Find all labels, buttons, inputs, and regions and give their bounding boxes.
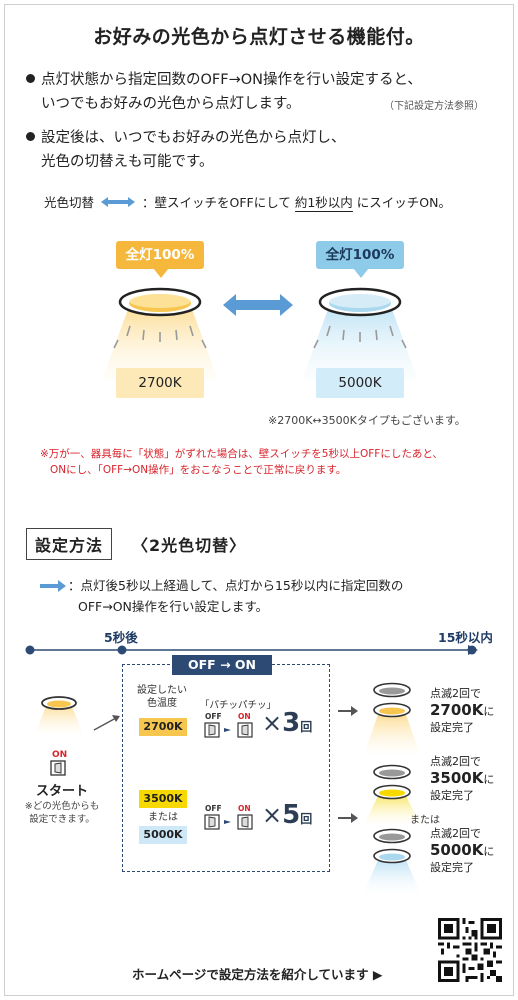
- times-suffix: 回: [300, 720, 313, 734]
- page-title: お好みの光色から点灯させる機能付。: [93, 26, 425, 48]
- start-arrow-icon: [93, 715, 120, 731]
- bullet-1-line1: 点灯状態から指定回数のOFF→ON操作を行い設定すると、: [41, 72, 422, 88]
- downlight-cool-icon: [302, 287, 418, 380]
- section-subheading: 〈2光色切替〉: [132, 536, 247, 555]
- type-note: ※2700K↔3500Kタイプもございます。: [268, 414, 466, 427]
- warning-note: ※万が一、器具毎に「状態」がずれた場合は、壁スイッチを5秒以上OFFにしたあと、…: [40, 446, 443, 478]
- result-or: または: [410, 815, 440, 826]
- row2-or: または: [148, 812, 178, 823]
- result-3500k-ni: に: [483, 773, 495, 786]
- row1-on-label: ON: [238, 712, 251, 721]
- result-2700k-line1: 点滅2回で: [430, 687, 481, 700]
- times-symbol: ×: [262, 709, 283, 737]
- warning-line1: ※万が一、器具毎に「状態」がずれた場合は、壁スイッチを5秒以上OFFにしたあと、: [40, 448, 443, 460]
- result-3500k: 点滅2回で 3500Kに 設定完了: [430, 754, 494, 804]
- row2-on-label: ON: [238, 804, 251, 813]
- timeline-bar: [25, 645, 478, 655]
- result-2700k-ni: に: [483, 705, 495, 718]
- result-5000k: 点滅2回で 5000Kに 設定完了: [430, 826, 494, 876]
- start-label: スタート: [36, 784, 89, 799]
- result-lamps-3500k: [364, 764, 420, 824]
- setting-temp-line1: 設定したい: [137, 685, 187, 696]
- bullet-1-line2: いつでもお好みの光色から点灯します。: [41, 96, 301, 112]
- result-lamps-2700k: [364, 682, 420, 754]
- start-on-label: ON: [52, 750, 68, 760]
- instruction: ：点灯後5秒以上経過して、点灯から15秒以内に指定回数の OFF→ON操作を行い…: [68, 575, 403, 617]
- result-arrow-icon: [338, 813, 358, 823]
- qr-code-icon[interactable]: [438, 918, 502, 982]
- result-2700k: 点滅2回で 2700Kに 設定完了: [430, 686, 494, 736]
- bullet-2-line1: 設定後は、いつでもお好みの光色から点灯し、: [41, 130, 346, 146]
- downlight-start-icon: [35, 696, 83, 734]
- row2-off-label: OFF: [205, 804, 222, 813]
- row2-count: ×5回: [262, 800, 312, 830]
- row1-switch-icons: [204, 722, 253, 738]
- row1-count: ×3回: [262, 708, 312, 738]
- page-frame: [4, 4, 514, 996]
- timeline-15sec: 15秒以内: [438, 630, 493, 645]
- warning-line2: ONにし、「OFF→ON操作」をおこなうことで正常に戻ります。: [50, 464, 347, 476]
- bullet-2: 設定後は、いつでもお好みの光色から点灯し、 光色の切替えも可能です。: [26, 126, 346, 174]
- badge-pointer-icon: [153, 268, 169, 278]
- switch-emphasis: 約1秒以内: [294, 195, 353, 212]
- footer-link[interactable]: ホームページで設定方法を紹介しています ▶: [132, 967, 383, 982]
- start-note-line2: 設定できます。: [29, 814, 95, 825]
- switch-on-icon: [50, 760, 66, 776]
- result-3500k-line1: 点滅2回で: [430, 755, 481, 768]
- timeline-5sec: 5秒後: [104, 630, 138, 645]
- kelvin-cool: 5000K: [316, 368, 404, 398]
- section-heading: 設定方法: [26, 528, 113, 560]
- row2-kelvin-2: 5000K: [139, 826, 187, 844]
- switch-instruction: 光色切替 ：壁スイッチをOFFにして 約1秒以内 にスイッチON。: [44, 192, 451, 212]
- row1-off-label: OFF: [205, 712, 222, 721]
- setting-temp-line2: 色温度: [147, 698, 177, 709]
- result-5000k-kelvin: 5000K: [430, 841, 484, 859]
- row1-kelvin: 2700K: [139, 718, 187, 736]
- result-5000k-ni: に: [483, 845, 495, 858]
- result-2700k-line3: 設定完了: [430, 721, 474, 734]
- instruction-line1: ：点灯後5秒以上経過して、点灯から15秒以内に指定回数の: [68, 578, 404, 593]
- switch-label: 光色切替: [44, 195, 95, 210]
- start-note-line1: ※どの光色からも: [24, 801, 100, 812]
- result-3500k-kelvin: 3500K: [430, 769, 484, 787]
- result-5000k-line3: 設定完了: [430, 861, 474, 874]
- bullet-2-line2: 光色の切替えも可能です。: [41, 154, 214, 170]
- start-note: ※どの光色からも 設定できます。: [22, 800, 102, 826]
- bullet-dot-icon: [26, 132, 35, 141]
- pachi-label: 「パチッパチッ」: [200, 700, 277, 711]
- bullet-dot-icon: [26, 74, 35, 83]
- switch-text2: にスイッチON。: [356, 195, 451, 210]
- row2-kelvin-1: 3500K: [139, 790, 187, 808]
- bullet-1: 点灯状態から指定回数のOFF→ON操作を行い設定すると、 いつでもお好みの光色か…: [26, 68, 422, 116]
- arrow-right-icon: [40, 580, 66, 592]
- row1-count-number: 3: [282, 708, 301, 738]
- times-symbol: ×: [262, 801, 283, 829]
- setting-temp-label: 設定したい 色温度: [134, 684, 190, 710]
- result-2700k-kelvin: 2700K: [430, 701, 484, 719]
- double-arrow-icon: [101, 197, 135, 207]
- instruction-line2: OFF→ON操作を行い設定します。: [78, 599, 269, 614]
- kelvin-warm: 2700K: [116, 368, 204, 398]
- switch-text1: ：壁スイッチをOFFにして: [141, 195, 291, 210]
- badge-cool: 全灯100%: [316, 241, 404, 269]
- result-3500k-line3: 設定完了: [430, 789, 474, 802]
- offon-label: OFF → ON: [172, 655, 272, 675]
- ref-note: （下記設定方法参照）: [384, 101, 484, 112]
- result-arrow-icon: [338, 706, 358, 716]
- row2-switch-icons: [204, 814, 253, 830]
- result-lamps-5000k: [364, 828, 420, 892]
- row2-count-number: 5: [282, 800, 301, 830]
- switch-double-arrow-icon: [223, 294, 293, 316]
- badge-pointer-icon: [353, 268, 369, 278]
- badge-warm: 全灯100%: [116, 241, 204, 269]
- times-suffix: 回: [300, 812, 313, 826]
- downlight-warm-icon: [102, 287, 218, 380]
- result-5000k-line1: 点滅2回で: [430, 827, 481, 840]
